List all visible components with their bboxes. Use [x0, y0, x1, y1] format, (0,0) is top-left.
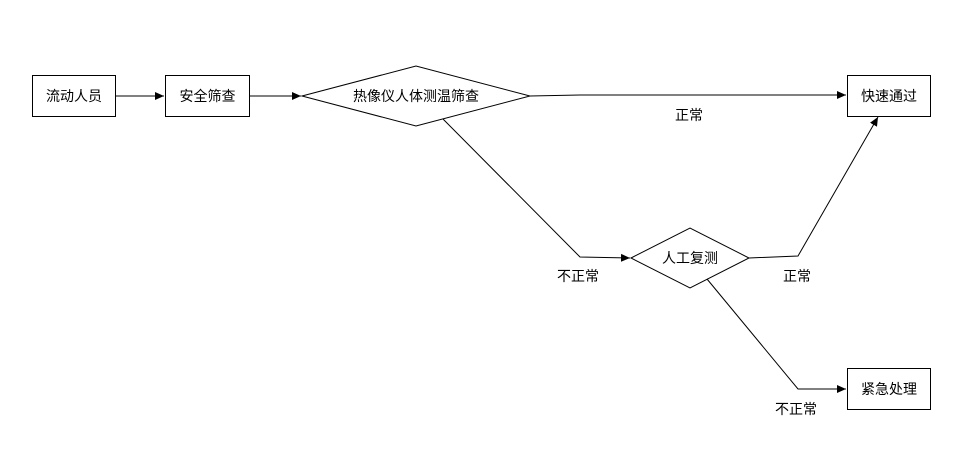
node-thermal-screening: 热像仪人体测温筛查	[353, 89, 479, 105]
edge-label-retest-normal: 正常	[783, 269, 811, 285]
edge-label-retest-abnormal: 不正常	[775, 402, 817, 418]
node-migrants: 流动人员	[32, 75, 116, 117]
edge-screening-to-retest	[442, 118, 631, 262]
edge-retest-to-fastpass	[748, 116, 879, 259]
node-security-check: 安全筛查	[165, 75, 250, 117]
node-manual-retest: 人工复测	[662, 251, 718, 267]
node-fast-pass: 快速通过	[847, 75, 931, 117]
edge-retest-to-emergency	[706, 278, 846, 393]
edge-label-screening-normal: 正常	[675, 108, 703, 124]
edge-screening-to-fastpass	[529, 91, 846, 99]
edge-label-screening-abnormal: 不正常	[557, 269, 599, 285]
node-emergency: 紧急处理	[847, 368, 931, 410]
